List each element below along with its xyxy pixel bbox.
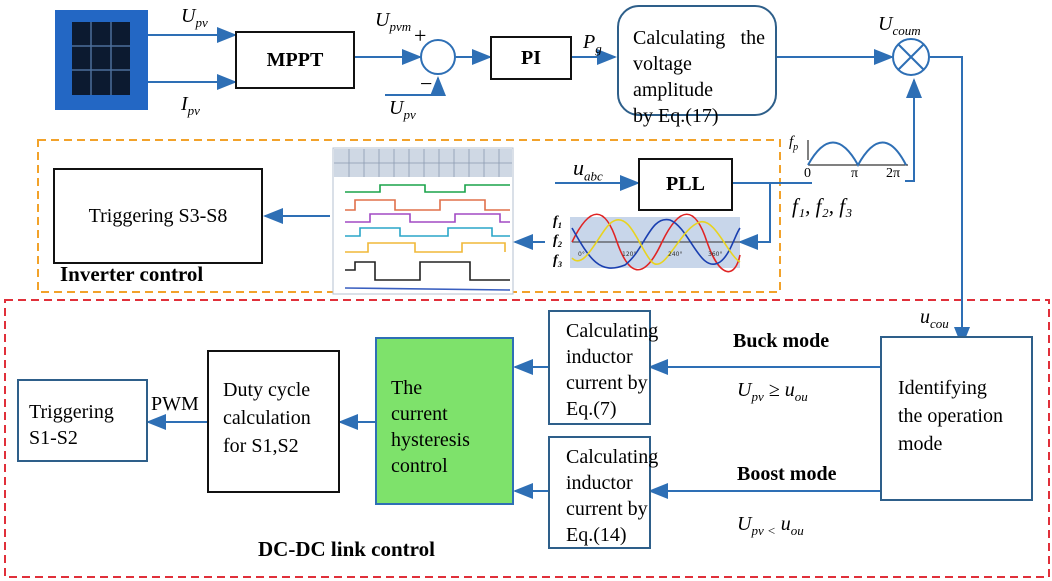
calc-inductor-eq14-block: Calculating inductor current by Eq.(14) (548, 436, 659, 549)
label-pwm: PWM (151, 393, 199, 415)
label-f123: f₁, f₂, f₃ (792, 194, 853, 218)
calc14-line1: Calculating (566, 446, 659, 468)
label-minus: − (420, 71, 433, 96)
calc7-line2: inductor (566, 346, 633, 368)
pll-block: PLL (638, 158, 733, 211)
identify-line3: mode (898, 433, 943, 455)
label-f2: f₂ (553, 233, 563, 248)
triggering-s3s8-block: Triggering S3-S8 (53, 168, 263, 264)
buck-mode-label: Buck mode (733, 330, 830, 352)
label-ipv-in: Ipv (181, 93, 200, 118)
label-f3: f₃ (553, 253, 563, 268)
switching-pattern-plot (332, 147, 514, 295)
pv-panel-icon (55, 10, 148, 110)
hysteresis-line4: control (391, 455, 448, 477)
inverter-control-title: Inverter control (60, 262, 204, 286)
label-upv-feedback: Upv (389, 97, 416, 122)
axis-label-pi: π (851, 166, 859, 181)
calc7-line1: Calculating (566, 320, 659, 342)
calc-amplitude-line1: Calculating the (633, 27, 765, 49)
identify-line2: the operation (898, 405, 1003, 427)
calc-inductor-eq7-block: Calculating inductor current by Eq.(7) (548, 310, 659, 425)
label-uabc: uabc (573, 155, 603, 184)
calc14-line4: Eq.(14) (566, 524, 627, 546)
trig-s1s2-line2: S1-S2 (29, 427, 78, 449)
calc7-line3: current by (566, 372, 648, 394)
pi-block: PI (490, 36, 572, 80)
calc7-line4: Eq.(7) (566, 398, 617, 420)
label-f1: f₁ (553, 214, 563, 229)
label-fp: fp (789, 134, 799, 153)
label-plus: + (414, 23, 427, 48)
label-boost-condition: Upv < uou (737, 513, 804, 538)
hysteresis-line2: current (391, 403, 448, 425)
summing-junction (420, 39, 456, 75)
calc-amplitude-block: Calculating the voltage amplitude by Eq.… (617, 5, 777, 127)
duty-line2: calculation (223, 407, 311, 429)
label-pg: Pg (583, 31, 602, 56)
axis-label-0: 0 (804, 166, 811, 181)
svg-text:360°: 360° (708, 251, 722, 258)
svg-text:120°: 120° (622, 251, 636, 258)
trig-s1s2-line1: Triggering (29, 401, 114, 423)
three-phase-plot: 0° 120° 240° 360° (570, 213, 741, 273)
duty-cycle-block: Duty cycle calculation for S1,S2 (207, 350, 340, 493)
rectified-sine-plot (807, 140, 908, 168)
label-upvm: Upvm (375, 9, 412, 34)
hysteresis-line3: hysteresis (391, 429, 470, 451)
label-buck-condition: Upv ≥ uou (737, 379, 808, 404)
svg-text:0°: 0° (578, 251, 585, 258)
label-ucou: ucou (920, 306, 949, 331)
multiplier-icon (892, 38, 930, 76)
dcdc-region (4, 299, 1050, 578)
svg-text:240°: 240° (668, 251, 682, 258)
identify-mode-block: Identifying the operation mode (880, 336, 1033, 501)
axis-label-2pi: 2π (886, 166, 901, 181)
calc14-line2: inductor (566, 472, 633, 494)
identify-line1: Identifying (898, 377, 987, 399)
duty-line3: for S1,S2 (223, 435, 299, 457)
calc-amplitude-line2: voltage amplitude (633, 53, 713, 101)
boost-mode-label: Boost mode (737, 463, 837, 485)
label-upv-in: Upv (181, 5, 208, 30)
calc14-line3: current by (566, 498, 648, 520)
mppt-block: MPPT (235, 31, 355, 89)
duty-line1: Duty cycle (223, 379, 311, 401)
hysteresis-line1: The (391, 377, 423, 399)
calc-amplitude-line3: by Eq.(17) (633, 105, 719, 127)
hysteresis-control-block: The current hysteresis control (375, 337, 514, 505)
label-ucoum: Ucoum (878, 13, 921, 38)
dcdc-control-title: DC-DC link control (258, 537, 435, 561)
triggering-s1s2-block: Triggering S1-S2 (17, 379, 148, 462)
